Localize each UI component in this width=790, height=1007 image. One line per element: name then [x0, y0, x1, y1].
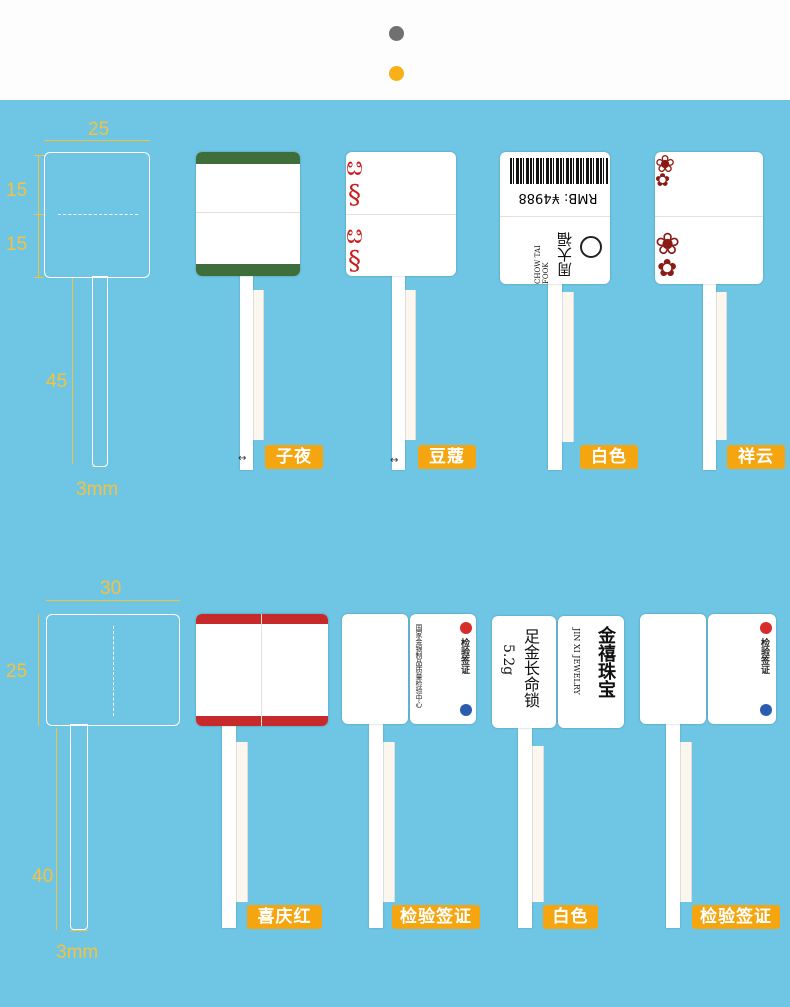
tag-stick	[703, 280, 716, 470]
tag-stick	[392, 270, 405, 470]
tag-stick	[222, 722, 236, 928]
stick-backing	[716, 292, 727, 440]
fold-line	[500, 216, 610, 217]
stick-backing	[680, 742, 692, 902]
stick-backing	[562, 292, 574, 442]
dim-width: 30	[100, 578, 122, 599]
dim-tick	[34, 214, 44, 215]
orange-dot	[389, 66, 404, 81]
cert-logo-icon	[760, 704, 772, 716]
tag-stick	[518, 728, 532, 928]
tag-label: 祥云	[727, 445, 785, 469]
product-weight: 5.2g	[500, 644, 516, 676]
dim-tick	[34, 155, 44, 156]
cloud-icon: ✿	[655, 170, 671, 191]
fold-line	[196, 212, 300, 213]
tag-card-left	[342, 614, 408, 724]
stick-backing	[253, 290, 264, 440]
tag-label: 白色	[543, 905, 598, 929]
cert-badge-icon	[760, 622, 772, 634]
cert-title: 检验签证	[459, 638, 469, 674]
tag-outline	[44, 152, 150, 278]
tag-card-right: 检验签证	[708, 614, 776, 724]
cert-title: 检验签证	[759, 638, 769, 674]
stick-backing	[405, 290, 416, 440]
pattern-band	[196, 152, 300, 164]
tag-stick	[666, 722, 680, 928]
stick-backing	[383, 742, 395, 902]
dim-line	[38, 614, 39, 726]
swirl-icon: §	[348, 246, 361, 276]
fold-line	[113, 626, 114, 716]
tag-outline	[46, 614, 180, 726]
tag-card-right: 金禧珠宝 JIN XI JEWELRY	[558, 616, 624, 728]
tag-card-left	[640, 614, 706, 724]
tag-card: RMB: ¥4988 周大福 CHOW TAI FOOK	[500, 152, 610, 284]
swirl-icon: ೞ	[346, 152, 364, 182]
dim-tick	[34, 277, 44, 278]
tag-stick	[548, 278, 562, 470]
swirl-icon: §	[348, 180, 361, 210]
swirl-icon: ೞ	[346, 220, 364, 250]
tag-card: ❀ ✿ ❀ ✿	[655, 152, 763, 284]
product-name: 足金长命锁	[521, 628, 540, 708]
brand-cn: 周大福	[556, 232, 574, 277]
fold-line	[655, 216, 763, 217]
fold-line	[261, 614, 262, 726]
stick-backing	[532, 746, 544, 902]
fold-line	[58, 214, 138, 215]
tag-label: 子夜	[265, 445, 323, 469]
dim-stick: 40	[32, 866, 54, 887]
stick-backing	[236, 742, 248, 902]
dim-line	[56, 728, 57, 930]
brand-logo-icon	[580, 236, 602, 258]
cloud-icon: ❀	[655, 152, 676, 178]
tag-label: 喜庆红	[247, 905, 322, 929]
tag-card	[196, 614, 328, 726]
arrow-icon: ↔	[238, 453, 247, 464]
dim-top: 15	[6, 180, 28, 201]
dim-stick-width: 3mm	[76, 479, 119, 500]
tag-card	[196, 152, 300, 276]
gray-dot	[389, 26, 404, 41]
tag-stick	[240, 270, 253, 470]
stick-outline	[70, 724, 88, 930]
price-text: RMB: ¥4988	[518, 190, 598, 205]
cloud-icon: ❀	[655, 227, 681, 262]
tag-label: 豆蔻	[418, 445, 476, 469]
arrow-icon: ↔	[390, 455, 399, 466]
dim-line	[70, 930, 88, 931]
header-bar	[0, 0, 790, 100]
tag-card: ೞ § ೞ §	[346, 152, 456, 276]
dim-width: 25	[88, 119, 110, 140]
dim-stick: 45	[46, 371, 68, 392]
tag-card-left: 足金长命锁 5.2g	[492, 616, 556, 728]
pattern-band	[196, 264, 300, 276]
tag-stick	[369, 722, 383, 928]
dim-mid: 15	[6, 234, 28, 255]
cert-org: 国家金银制品质量检验中心	[415, 624, 423, 708]
tag-label: 检验签证	[392, 905, 480, 929]
dim-stick-width: 3mm	[56, 942, 99, 963]
brand-en: CHOW TAI FOOK	[534, 245, 550, 284]
tag-card-right: 检验签证 国家金银制品质量检验中心	[410, 614, 476, 724]
pattern-band	[196, 614, 328, 624]
dim-height: 25	[6, 661, 28, 682]
brand-cn: 金禧珠宝	[595, 626, 616, 698]
stick-outline	[92, 276, 108, 467]
tag-label: 检验签证	[692, 905, 780, 929]
brand-en: JIN XI JEWELRY	[572, 628, 581, 695]
cloud-icon: ✿	[657, 254, 678, 282]
fold-line	[346, 214, 456, 215]
dim-line	[38, 155, 39, 277]
tag-label: 白色	[580, 445, 638, 469]
cert-logo-icon	[460, 704, 472, 716]
dim-line	[46, 600, 180, 601]
dim-line	[72, 278, 73, 464]
dim-line	[44, 140, 150, 141]
pattern-band	[196, 716, 328, 726]
barcode	[510, 158, 608, 184]
cert-badge-icon	[460, 622, 472, 634]
